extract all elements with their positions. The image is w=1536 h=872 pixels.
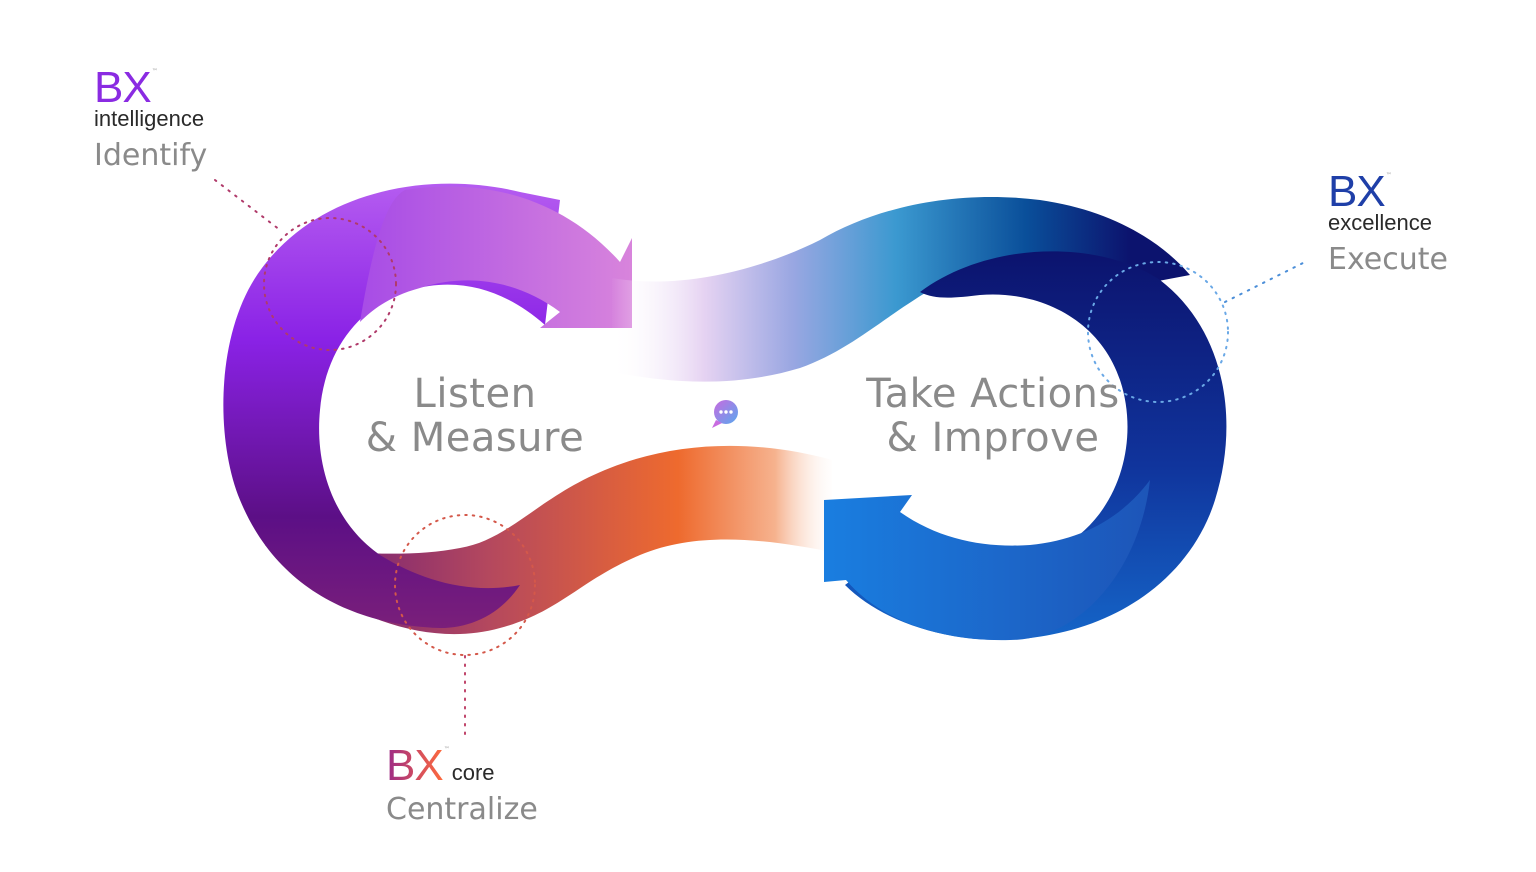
core-dotted-circle: [394, 514, 536, 656]
identify-label: Identify: [94, 138, 208, 173]
bx-intelligence-label: BX™ intelligence Identify: [94, 63, 208, 174]
intelligence-arrow: [360, 186, 632, 328]
listen-measure-label: Listen & Measure: [340, 372, 610, 460]
actions-line1: Take Actions: [866, 371, 1120, 417]
bx-excellence-sub: excellence: [1328, 210, 1432, 235]
listen-line1: Listen: [413, 371, 537, 417]
centralize-label: Centralize: [386, 792, 538, 827]
bx-excellence-tm: ™: [1385, 172, 1392, 179]
listen-line2: & Measure: [365, 415, 585, 461]
bx-intelligence-tm: ™: [151, 68, 158, 75]
bx-core-tm: ™: [443, 746, 450, 753]
left-ring: [223, 183, 560, 628]
bx-core-logo: BX: [386, 741, 444, 790]
actions-line2: & Improve: [886, 415, 1100, 461]
excellence-dotted-circle: [1087, 261, 1229, 403]
bx-intelligence-logo: BX: [94, 63, 152, 112]
chat-bubble-icon: [712, 400, 738, 428]
intelligence-connector: [214, 179, 281, 231]
bx-excellence-logo: BX: [1328, 167, 1386, 216]
intelligence-dotted-circle: [263, 217, 397, 351]
excellence-band: [612, 196, 1190, 382]
take-actions-label: Take Actions & Improve: [848, 372, 1138, 460]
bx-core-label: BX™core Centralize: [386, 741, 538, 828]
bx-intelligence-sub: intelligence: [94, 106, 205, 131]
execute-arrow: [824, 480, 1150, 641]
bx-core-sub: core: [451, 760, 495, 785]
execute-label: Execute: [1328, 242, 1448, 277]
excellence-connector: [1224, 261, 1306, 303]
bx-excellence-label: BX™ excellence Execute: [1328, 167, 1448, 278]
